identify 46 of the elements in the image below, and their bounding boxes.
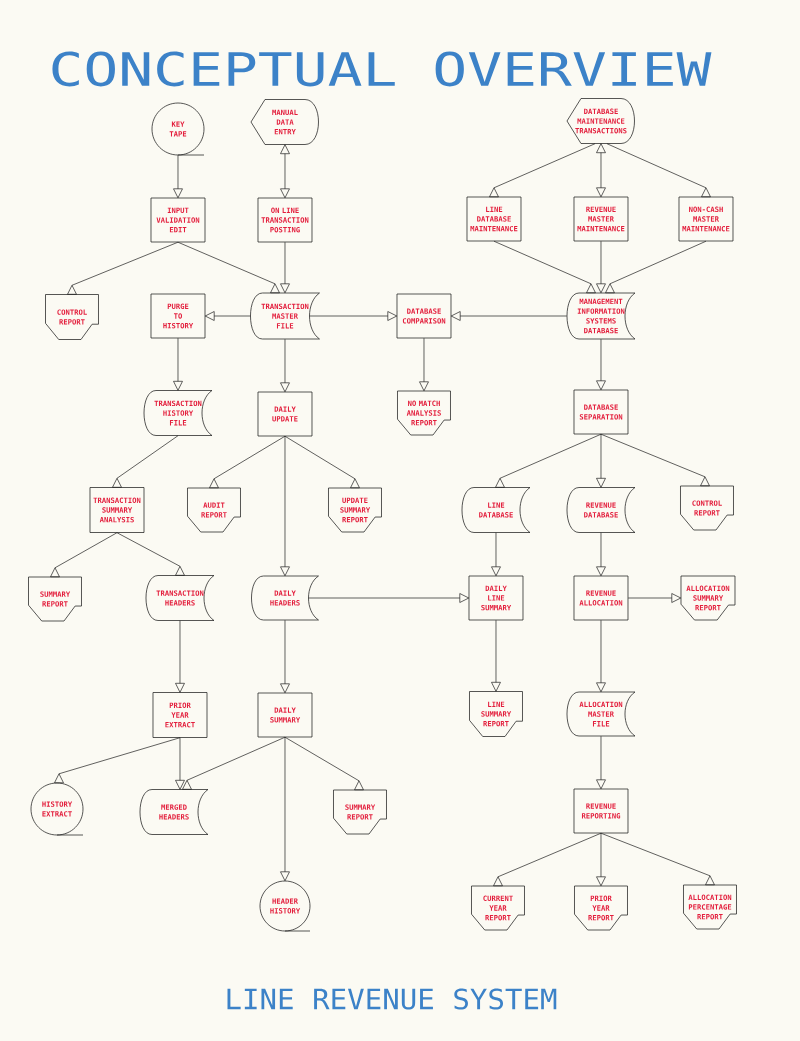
arrow	[175, 620, 185, 693]
arrow	[309, 311, 398, 321]
arrow	[284, 435, 360, 489]
arrow	[173, 337, 183, 391]
arrow	[596, 619, 606, 693]
arrow	[491, 619, 501, 692]
arrow	[493, 832, 602, 887]
arrow	[600, 832, 715, 886]
arrow	[280, 435, 290, 577]
arrow	[112, 435, 179, 488]
arrow	[182, 736, 286, 790]
title: CONCEPTUAL OVERVIEW	[52, 51, 712, 87]
caption: LINE REVENUE SYSTEM	[227, 988, 557, 1010]
arrow	[175, 737, 185, 790]
arrow	[67, 241, 179, 295]
arrow	[50, 532, 118, 578]
arrow	[489, 143, 596, 198]
arrow	[280, 144, 290, 199]
arrow	[280, 241, 290, 294]
arrow	[450, 311, 568, 321]
arrow	[491, 532, 501, 577]
arrow	[284, 736, 364, 791]
arrow	[280, 338, 290, 393]
arrow	[596, 832, 606, 887]
arrow	[493, 240, 596, 294]
arrow	[204, 311, 251, 321]
arrow	[596, 240, 606, 294]
arrow	[596, 338, 606, 391]
arrow	[596, 433, 606, 488]
arrow	[606, 143, 711, 198]
arrow	[177, 241, 280, 294]
arrow	[596, 735, 606, 790]
arrow	[495, 433, 602, 488]
arrow	[54, 737, 181, 784]
arrow	[627, 593, 682, 603]
arrow	[280, 736, 290, 882]
arrow	[596, 143, 606, 198]
arrow	[605, 240, 707, 294]
arrow	[596, 532, 606, 577]
arrow	[308, 593, 470, 603]
arrow	[116, 532, 185, 576]
arrow	[209, 435, 286, 489]
arrow	[280, 619, 290, 694]
arrow	[600, 433, 710, 487]
arrow	[419, 337, 429, 392]
arrow	[173, 154, 183, 199]
